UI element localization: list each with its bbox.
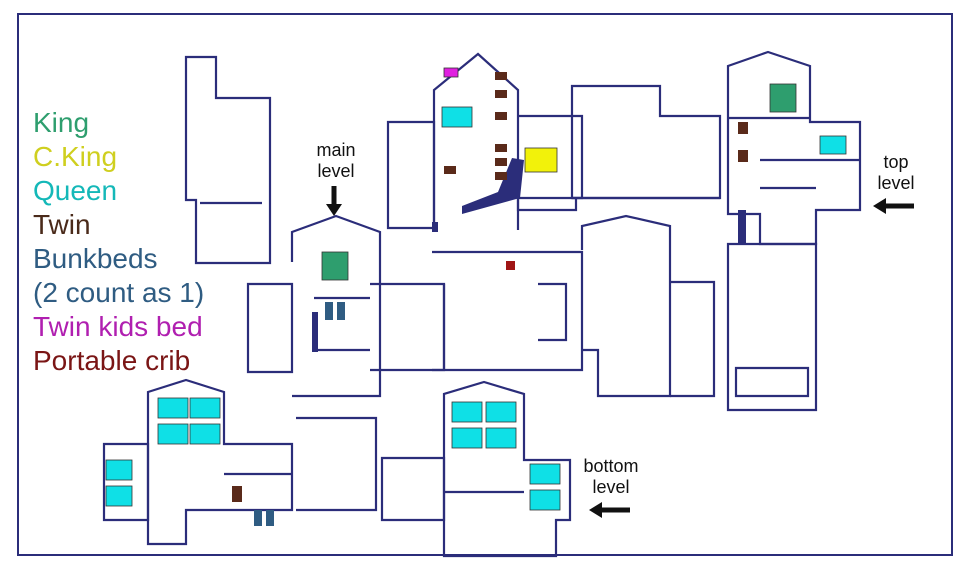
- wall-recreation: [726, 242, 818, 412]
- wall-bottom-right: [442, 380, 572, 558]
- twin-kids-bed: [443, 67, 459, 78]
- queen-bed: [105, 459, 133, 481]
- legend-queen: Queen: [33, 175, 118, 206]
- arrow-down-main: [326, 204, 342, 216]
- queen-bed: [451, 427, 483, 449]
- queen-bed: [157, 423, 189, 445]
- queen-bed: [529, 463, 561, 485]
- king-bed: [769, 83, 797, 113]
- twin-bed: [495, 72, 507, 80]
- twin-bed: [738, 122, 748, 134]
- wall-top-right: [726, 50, 862, 246]
- queen-bed: [189, 397, 221, 419]
- wall-top-left: [386, 120, 436, 230]
- bunk-bed: [266, 510, 274, 526]
- queen-bed: [485, 427, 517, 449]
- legend-bunkbeds: Bunkbeds: [33, 243, 158, 274]
- bed-legend: King C.King Queen Twin Bunkbeds (2 count…: [33, 106, 204, 378]
- queen-bed: [157, 397, 189, 419]
- queen-bed: [485, 401, 517, 423]
- bunk-bed: [337, 302, 345, 320]
- twin-bed: [495, 90, 507, 98]
- twin-bed: [232, 486, 242, 502]
- twin-bed: [495, 144, 507, 152]
- legend-crib: Portable crib: [33, 345, 191, 376]
- wall-annex: [184, 55, 272, 265]
- wall-top-center: [570, 84, 722, 200]
- arrow-left-top: [873, 198, 886, 214]
- legend-cking: C.King: [33, 141, 118, 172]
- wall-main-dining: [432, 250, 584, 372]
- twin-bed: [495, 172, 507, 180]
- queen-bed: [441, 106, 473, 128]
- wall-bottom-left: [146, 378, 294, 546]
- cking-bed: [524, 147, 558, 173]
- legend-bunk-note: (2 count as 1): [33, 277, 205, 308]
- bunk-bed: [325, 302, 333, 320]
- wall-main-kitchen: [580, 214, 672, 398]
- queen-bed: [105, 485, 133, 507]
- king-bed: [321, 251, 349, 281]
- queen-bed: [819, 135, 847, 155]
- twin-bed: [444, 166, 456, 174]
- queen-bed: [529, 489, 561, 511]
- wall-main-gable: [290, 214, 382, 398]
- portable-crib: [506, 261, 515, 270]
- twin-bed: [495, 112, 507, 120]
- wall-top-bedroom-gable: [432, 52, 520, 230]
- twin-bed: [495, 158, 507, 166]
- legend-twin: Twin: [33, 209, 91, 240]
- queen-bed: [189, 423, 221, 445]
- queen-bed: [451, 401, 483, 423]
- legend-king: King: [33, 107, 90, 138]
- legend-twin-kids: Twin kids bed: [33, 311, 203, 342]
- twin-bed: [738, 150, 748, 162]
- bunk-bed: [254, 510, 262, 526]
- arrow-left-bottom: [589, 502, 602, 518]
- wall-bottom-family: [296, 416, 378, 512]
